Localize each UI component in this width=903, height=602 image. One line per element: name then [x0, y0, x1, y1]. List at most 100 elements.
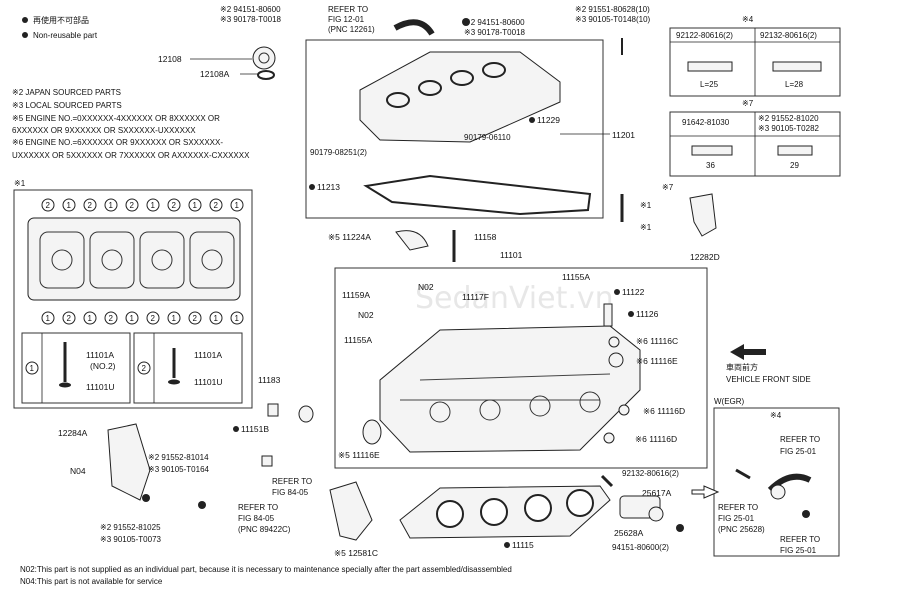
part-90178-T0018-a: ※3 90178-T0018 [220, 15, 282, 24]
refer-fig-12-01-b: FIG 12-01 [328, 15, 365, 24]
sequence-marker [188, 311, 202, 325]
note-n02-b: N02 [358, 310, 374, 320]
sequence-number: 2 [172, 201, 177, 210]
part-11151B: 11151B [241, 424, 269, 434]
direction-en: VEHICLE FRONT SIDE [726, 375, 811, 384]
part-92132-80616: 92132-80616(2) [622, 469, 679, 478]
bolt-29-icon [777, 145, 813, 156]
mark-1: ※1 [14, 179, 26, 188]
sequence-number: 2 [109, 314, 114, 323]
part-25628A: 25628A [614, 528, 644, 538]
part-91551-80628: ※2 91551-80628(10) [575, 5, 650, 14]
sequence-number: 2 [130, 201, 135, 210]
camshaft-cap-icon [395, 230, 429, 251]
mark-1-b: ※1 [640, 201, 652, 210]
part-90179-06110: 90179-06110 [464, 133, 511, 142]
part-94151-80600-a: ※2 94151-80600 [220, 5, 281, 14]
sequence-marker [104, 198, 118, 212]
part-11158: 11158 [474, 232, 497, 242]
pcv-hose-icon [393, 19, 435, 36]
egr-pipe-icon [648, 506, 664, 522]
sequence-number: 2 [88, 201, 93, 210]
part-91552-81014: ※2 91552-81014 [148, 453, 209, 462]
part-11101A-no2: 11101A [86, 350, 114, 360]
part-12284A: 12284A [58, 428, 88, 438]
sequence-marker [146, 198, 160, 212]
engine-hanger-icon [689, 193, 717, 237]
part-11101U-a: 11101U [86, 382, 115, 392]
sequence-number: 1 [214, 314, 219, 323]
sequence-number: 2 [214, 201, 219, 210]
sequence-marker [209, 198, 223, 212]
sensor-11183-icon [267, 403, 279, 417]
sequence-number: 1 [193, 201, 198, 210]
sequence-number: 1 [88, 314, 93, 323]
bolt-table-cell-2 [133, 332, 243, 404]
refer-fig-25-01-pnc: (PNC 25628) [718, 525, 765, 534]
refer-fig-25-01-b2: FIG 25-01 [718, 514, 755, 523]
egr-panel [713, 407, 840, 557]
note-n02-a: N02 [418, 282, 434, 292]
oil-filler-cap-icon [252, 46, 276, 80]
cylinder-head-panel [334, 267, 708, 469]
heat-insulator-icon [329, 481, 373, 541]
seal-11151B-icon [298, 405, 314, 423]
refer-fig-12-01: REFER TO [328, 5, 368, 14]
sequence-marker-2 [137, 361, 151, 375]
refer-fig-84-05-a2: FIG 84-05 [272, 488, 309, 497]
part-12108A: 12108A [200, 69, 230, 79]
stud-l25-icon [687, 61, 733, 72]
bolt-length-29: 29 [790, 161, 799, 170]
part-11183: 11183 [258, 375, 281, 385]
bolt-91552-81020: ※2 91552-81020 [758, 114, 819, 123]
bolt-sequence-panel [13, 189, 253, 409]
sequence-marker [167, 198, 181, 212]
stud-length-25: L=25 [700, 80, 719, 89]
part-11115: 11115 [512, 540, 534, 550]
sequence-number: 2 [46, 201, 51, 210]
refer-fig-25-01-c: REFER TO [780, 535, 820, 544]
part-11101U-b: 11101U [194, 377, 223, 387]
note-engine-5b: 6XXXXXX OR 9XXXXXX OR SXXXXXX-UXXXXXX [12, 126, 196, 135]
footer-n02-note: N02:This part is not supplied as an indi… [20, 565, 512, 574]
part-94151-80600-c: 94151-80600(2) [612, 543, 669, 552]
bolt-36-icon [691, 145, 733, 156]
part-90105-T0148: ※3 90105-T0148(10) [575, 15, 651, 24]
sequence-number: 1 [109, 201, 114, 210]
note-engine-6a: ※6 ENGINE NO.=6XXXXXX OR 9XXXXXX OR SXXX… [12, 138, 223, 147]
sequence-number: 1 [46, 314, 51, 323]
sequence-number: 1 [235, 314, 240, 323]
valve-cover-icon [359, 51, 561, 143]
bolt-table-cell-1 [21, 332, 131, 404]
sequence-marker [230, 198, 244, 212]
sequence-marker [62, 311, 76, 325]
note-engine-5a: ※5 ENGINE NO.=0XXXXXX-4XXXXXX OR 8XXXXXX… [12, 114, 220, 123]
part-11155A-top: 11155A [562, 272, 590, 282]
watermark: SedanViet.vn [415, 281, 614, 316]
stud-92122: 92122-80616(2) [676, 31, 733, 40]
refer-fig-84-05-b: REFER TO [238, 503, 278, 512]
egr-label: W(EGR) [714, 397, 745, 406]
refer-fig-25-01-a: REFER TO [780, 435, 820, 444]
part-11155A-left: 11155A [344, 335, 372, 345]
sequence-marker [125, 198, 139, 212]
mark-7: ※7 [742, 99, 754, 108]
sequence-marker [41, 198, 55, 212]
part-11116C: ※6 11116C [636, 336, 678, 346]
bolt-91642: 91642-81030 [682, 118, 730, 127]
sequence-number: 2 [151, 314, 156, 323]
bolt-table-label-2: 2 [142, 364, 147, 373]
refer-fig-25-01-b: REFER TO [718, 503, 758, 512]
refer-fig-25-01-c2: FIG 25-01 [780, 546, 817, 555]
head-bolt-no2-icon [59, 342, 71, 388]
plug-11116E-left-icon [362, 419, 382, 445]
sequence-marker [62, 198, 76, 212]
sequence-marker [209, 311, 223, 325]
sequence-number: 1 [130, 314, 135, 323]
sequence-number: 1 [151, 201, 156, 210]
stud-egr-icon [735, 468, 751, 480]
front-direction-arrow-icon [730, 344, 766, 360]
sequence-marker [83, 198, 97, 212]
sequence-marker [146, 311, 160, 325]
cylinder-head-icon [379, 325, 641, 453]
